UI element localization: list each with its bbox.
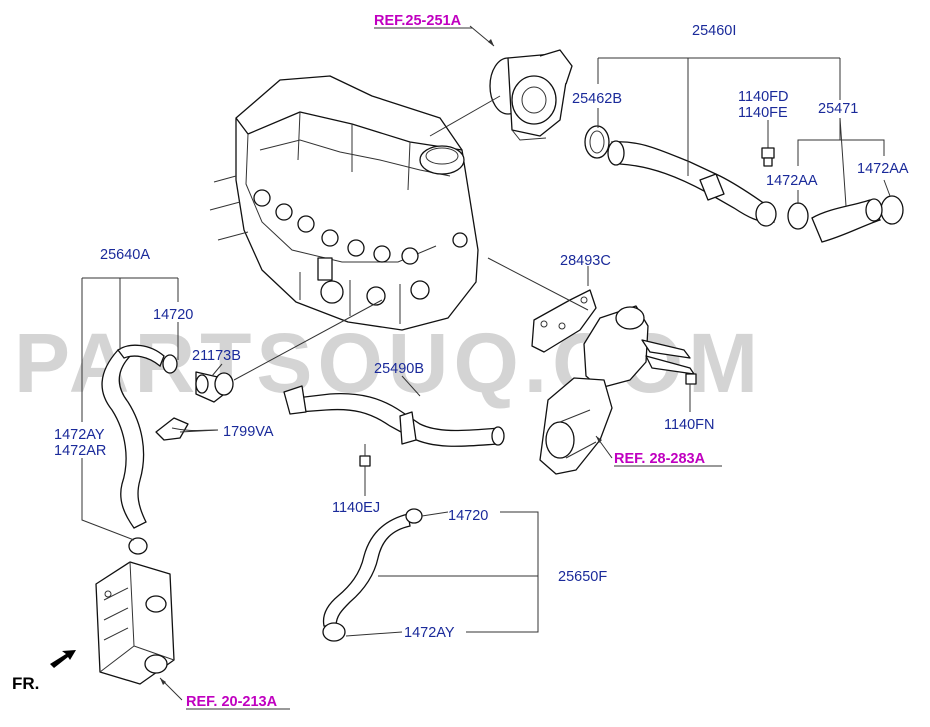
part-label[interactable]: 1140FN — [664, 417, 715, 433]
hose-clamp — [880, 195, 904, 225]
part-label[interactable]: 14720 — [448, 508, 488, 524]
part-label[interactable]: 28493C — [560, 253, 611, 269]
ref-label[interactable]: REF.25-251A — [374, 13, 462, 29]
leader-lines — [81, 25, 891, 701]
intercooler-pipe — [607, 140, 777, 227]
direction-arrow-icon — [50, 650, 76, 668]
hose-clamp — [128, 537, 148, 555]
hose-clamp — [322, 622, 346, 642]
engine-block — [209, 75, 479, 331]
turbocharger — [489, 49, 573, 141]
part-label[interactable]: 1140EJ — [332, 500, 380, 516]
part-label[interactable]: 1140FE — [738, 105, 788, 121]
part-label[interactable]: 1799VA — [223, 424, 274, 440]
hose-25471 — [811, 199, 881, 243]
connector-21173b — [195, 371, 234, 403]
ref-label[interactable]: REF. 20-213A — [186, 694, 278, 710]
part-label[interactable]: 25640A — [100, 247, 150, 263]
hose-clamp — [405, 508, 423, 524]
hose-25650f — [322, 513, 411, 627]
bolt-1140ej — [359, 444, 371, 467]
part-label[interactable]: 1472AA — [857, 161, 909, 177]
part-label[interactable]: 25490B — [374, 361, 424, 377]
oil-cooler — [95, 561, 175, 685]
part-label[interactable]: 25650F — [558, 569, 607, 585]
part-label[interactable]: 25471 — [818, 101, 858, 117]
hose-clamp — [162, 354, 178, 374]
part-label[interactable]: 1472AY — [54, 427, 105, 443]
part-label[interactable]: 1472AY — [404, 625, 455, 641]
egr-pipe — [283, 385, 505, 447]
part-label[interactable]: 1472AA — [766, 173, 818, 189]
hose-clamp — [787, 202, 809, 230]
part-label[interactable]: 21173B — [192, 348, 241, 364]
ref-label[interactable]: REF. 28-283A — [614, 451, 706, 467]
part-label[interactable]: 25460I — [692, 23, 736, 39]
part-label[interactable]: 25462B — [572, 91, 622, 107]
egr-housing — [583, 305, 697, 389]
part-label[interactable]: 1140FD — [738, 89, 789, 105]
hose-25640a — [101, 349, 147, 529]
egr-cooler — [539, 377, 613, 475]
gasket-ring — [584, 125, 610, 159]
direction-marker: FR. — [12, 674, 39, 693]
part-label[interactable]: 1472AR — [54, 443, 106, 459]
part-label[interactable]: 14720 — [153, 307, 193, 323]
sensor-1799va — [155, 417, 219, 441]
